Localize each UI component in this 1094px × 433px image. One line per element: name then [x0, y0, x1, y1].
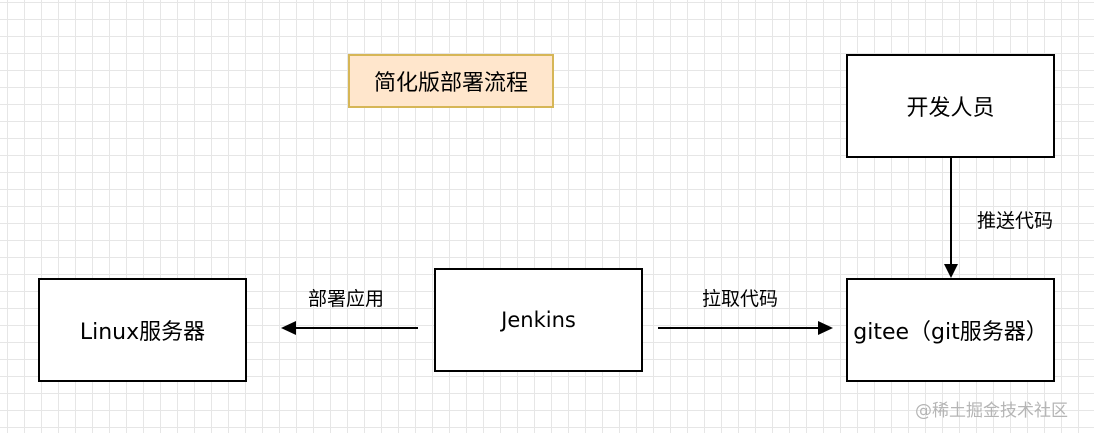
watermark-text: @稀土掘金技术社区	[915, 401, 1068, 421]
diagram-title: 简化版部署流程	[373, 71, 528, 96]
edge-pull-label: 拉取代码	[702, 288, 779, 310]
node-developer: 开发人员	[846, 54, 1055, 158]
edge-deploy-arrow	[281, 321, 418, 335]
node-linux: Linux服务器	[38, 278, 247, 382]
edge-deploy-label: 部署应用	[308, 288, 385, 310]
node-jenkins-label: Jenkins	[501, 308, 576, 332]
edge-push-arrow	[944, 158, 958, 278]
node-jenkins: Jenkins	[434, 268, 643, 372]
node-linux-label: Linux服务器	[79, 320, 206, 345]
edge-push-label: 推送代码	[977, 210, 1054, 232]
edge-pull-arrow	[658, 321, 833, 335]
node-developer-label: 开发人员	[906, 96, 995, 121]
node-gitee: gitee（git服务器）	[846, 278, 1055, 382]
diagram-title-box: 简化版部署流程	[348, 54, 554, 108]
node-gitee-label: gitee（git服务器）	[853, 320, 1048, 345]
